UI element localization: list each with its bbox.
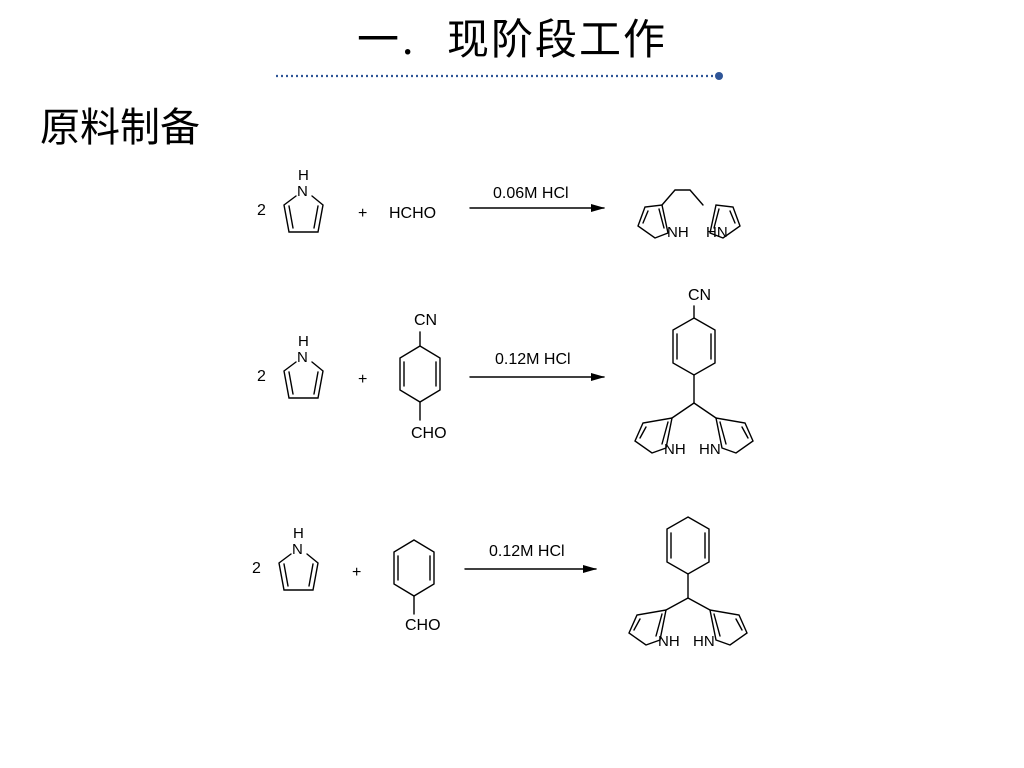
reaction-2: 2 H N + CN CHO 0.12M HCl CN — [257, 287, 754, 458]
product-phenyl-dipyrromethane: NH HN — [628, 516, 748, 650]
product-dipyrromethane: NH HN — [637, 189, 741, 241]
pyrrole-h-label: H — [298, 333, 309, 350]
reagent-formula: HCHO — [389, 205, 436, 222]
nh-label: NH — [667, 224, 689, 241]
coefficient: 2 — [257, 368, 266, 385]
plus-sign: + — [358, 205, 367, 222]
plus-sign: + — [358, 371, 367, 388]
aldehyde-label: CHO — [411, 425, 447, 442]
section-heading: 原料制备 — [40, 105, 200, 151]
reaction-3: 2 H N + CHO 0.12M HCl — [252, 516, 748, 650]
reaction-condition: 0.06M HCl — [493, 185, 569, 202]
reaction-condition: 0.12M HCl — [495, 351, 571, 368]
coefficient: 2 — [252, 560, 261, 577]
product-cyanophenyl-dipyrromethane: CN NH HN — [634, 287, 754, 458]
reagent-4-cyanobenzaldehyde: CN CHO — [399, 312, 447, 442]
title-underline — [276, 72, 723, 80]
pyrrole-n-label: N — [297, 183, 308, 200]
pyrrole-structure: H N — [283, 333, 324, 399]
hn-label: HN — [699, 441, 721, 458]
aldehyde-label: CHO — [405, 617, 441, 634]
coefficient: 2 — [257, 202, 266, 219]
pyrrole-n-label: N — [297, 349, 308, 366]
pyrrole-structure: H N — [283, 167, 324, 233]
pyrrole-h-label: H — [298, 167, 309, 184]
nh-label: NH — [658, 633, 680, 650]
reagent-benzaldehyde: CHO — [393, 539, 441, 634]
pyrrole-structure: H N — [278, 525, 319, 591]
nh-label: NH — [664, 441, 686, 458]
slide-title: 一. 现阶段工作 — [356, 15, 668, 64]
rule-end-dot — [715, 72, 723, 80]
pyrrole-n-label: N — [292, 541, 303, 558]
reaction-1: 2 H N + HCHO 0.06M HCl NH HN — [257, 167, 741, 241]
hn-label: HN — [693, 633, 715, 650]
pyrrole-h-label: H — [293, 525, 304, 542]
hn-label: HN — [706, 224, 728, 241]
reaction-condition: 0.12M HCl — [489, 543, 565, 560]
plus-sign: + — [352, 564, 361, 581]
cyano-label: CN — [414, 312, 437, 329]
product-cyano-label: CN — [688, 287, 711, 304]
